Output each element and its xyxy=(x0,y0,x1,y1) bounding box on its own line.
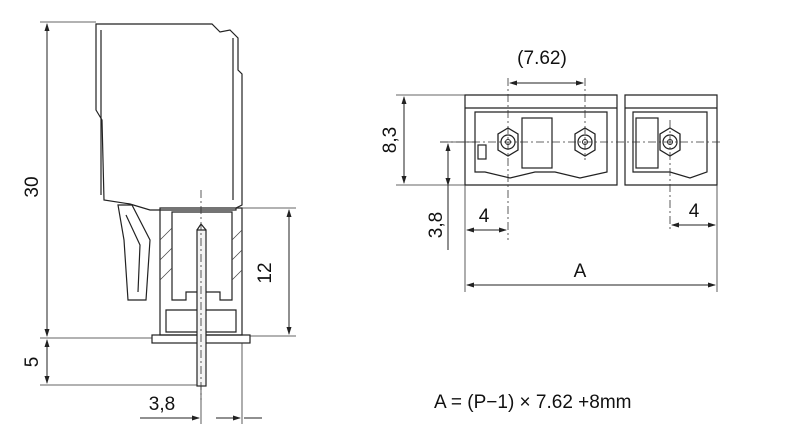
housing-right-inner xyxy=(632,111,708,179)
dim-label-total: A xyxy=(574,261,587,282)
housing-left xyxy=(464,94,618,186)
dim-label-4-left: 4 xyxy=(479,206,490,227)
dim-label-30: 30 xyxy=(22,176,43,197)
header-base xyxy=(165,309,237,333)
housing-right-rib xyxy=(635,117,659,169)
dim-label-12: 12 xyxy=(255,262,276,283)
dim-label-pitch: (7.62) xyxy=(517,48,567,69)
pin xyxy=(196,229,207,387)
side-view: 30 5 12 3,8 xyxy=(22,21,296,424)
dim-label-3-8: 3,8 xyxy=(149,394,175,415)
header-hatch xyxy=(159,227,243,281)
header-cavity xyxy=(171,211,233,301)
dim-label-3-8-front: 3,8 xyxy=(426,212,447,238)
housing-left-key xyxy=(477,144,487,160)
plug-body xyxy=(95,23,243,211)
formula-text: A = (P−1) × 7.62 +8mm xyxy=(434,392,632,413)
latch xyxy=(117,204,151,301)
dim-label-5: 5 xyxy=(22,357,43,368)
dim-label-4-right: 4 xyxy=(689,201,700,222)
housing-left-rib xyxy=(521,117,553,169)
dim-label-8-3: 8,3 xyxy=(380,127,401,153)
pin-tip xyxy=(196,222,207,231)
front-view: (7.62) 8,3 3,8 4 4 A xyxy=(380,48,720,292)
latch-detail xyxy=(125,214,141,293)
